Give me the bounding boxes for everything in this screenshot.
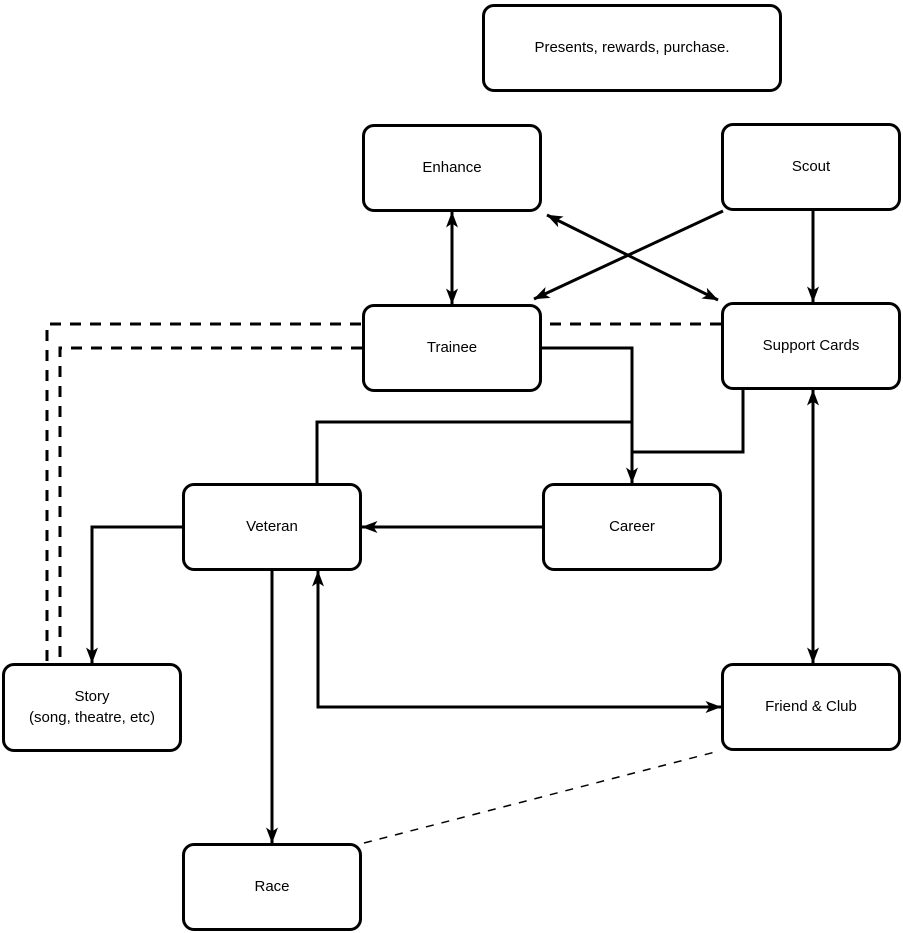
edge-veteran-career-branch [315,420,632,483]
node-label: Friend & Club [765,697,857,715]
node-label: Scout [791,157,831,175]
edge-trainee-story [58,346,362,663]
edge-veteran-friendclub [312,570,722,713]
node-story: Story (song, theatre, etc) [2,663,182,752]
edge-veteran-story [86,525,182,664]
node-friend-club: Friend & Club [721,663,901,751]
node-label: Enhance [422,158,482,176]
node-label: Story [74,688,110,706]
edge-trainee-career [542,346,638,484]
node-scout: Scout [721,123,901,211]
node-label: Career [609,517,655,535]
node-veteran: Veteran [182,483,362,571]
node-career: Career [542,483,722,571]
edge-supportcards-career-join [632,390,745,454]
node-race: Race [182,843,362,931]
node-label: Veteran [246,517,298,535]
node-enhance: Enhance [362,124,542,212]
node-sublabel: (song, theatre, etc) [29,708,155,726]
node-support-cards: Support Cards [721,302,901,390]
node-presents: Presents, rewards, purchase. [482,4,782,92]
edge-enhance-supportcards [546,213,719,302]
edge-race-friendclub [363,750,720,844]
node-label: Presents, rewards, purchase. [534,38,730,56]
node-trainee: Trainee [362,304,542,392]
node-label: Race [254,877,290,895]
node-label: Trainee [426,338,478,356]
node-label: Support Cards [762,336,860,354]
